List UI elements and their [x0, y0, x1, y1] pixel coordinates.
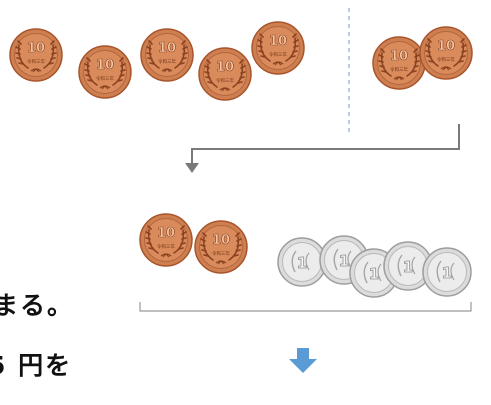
caption-line-1: まる。	[0, 291, 75, 320]
ten-yen-coin	[251, 21, 305, 75]
top-right-coin-group	[372, 26, 473, 90]
ten-yen-coin	[372, 36, 426, 90]
ten-yen-coin	[9, 28, 63, 82]
one-yen-coin	[277, 237, 327, 287]
top-left-coin-group	[9, 21, 305, 101]
ten-yen-coin	[419, 26, 473, 80]
ten-yen-coin	[140, 28, 194, 82]
ten-yen-coin	[78, 45, 132, 99]
ten-yen-coin	[139, 213, 193, 267]
bottom-coin-group	[139, 213, 472, 298]
ten-yen-coin	[194, 220, 248, 274]
group-bracket	[139, 302, 472, 312]
ten-yen-coin	[198, 47, 252, 101]
caption-line-2: 5 円を	[0, 351, 73, 380]
arrow-down-icon	[289, 348, 317, 373]
arrow-down-left-icon	[185, 124, 460, 173]
one-yen-coin	[422, 247, 472, 297]
